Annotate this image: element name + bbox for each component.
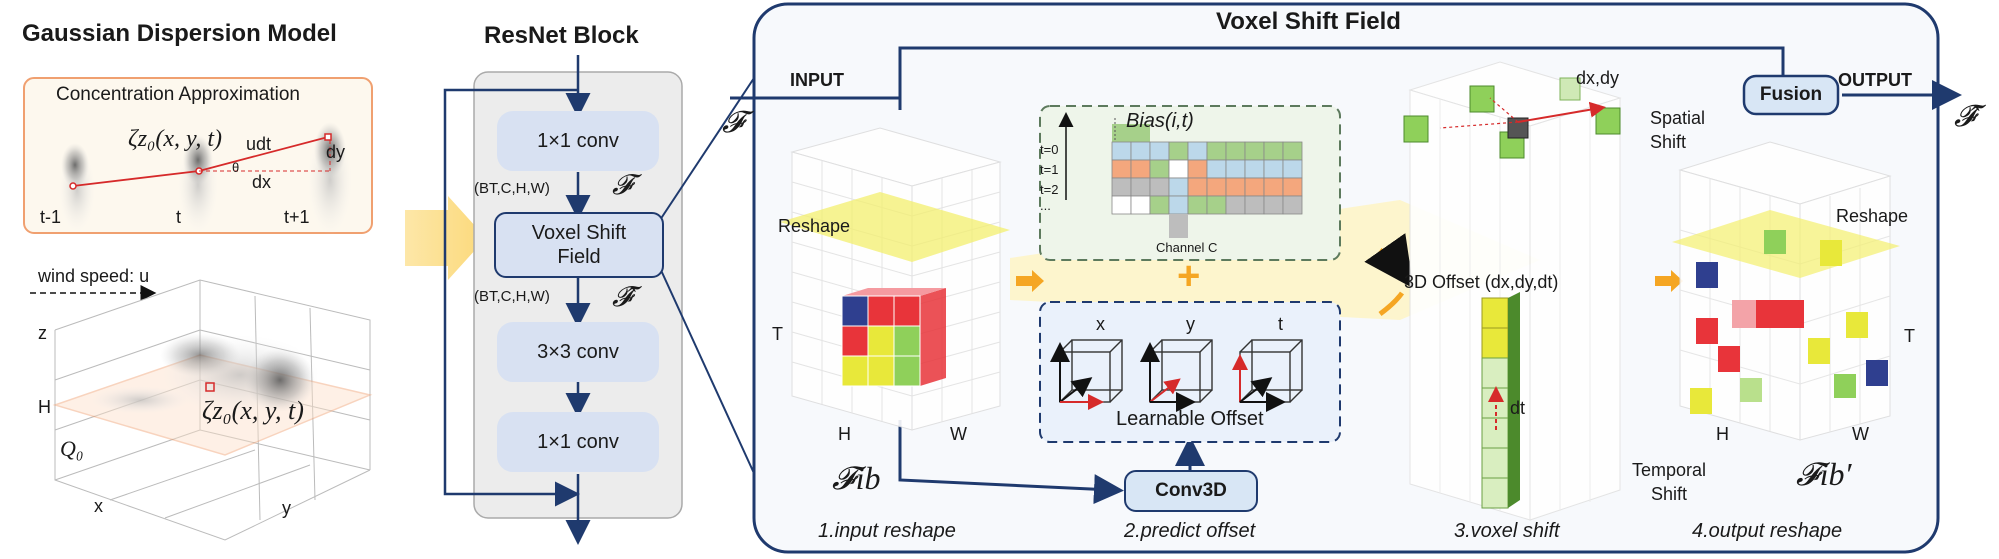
output-f-hat-symbol: 𝓕̂ (1954, 100, 1977, 133)
time-label-next: t+1 (284, 207, 310, 227)
spatial-shift-cubes (1403, 77, 1621, 159)
offset-axis-x: x (1096, 314, 1105, 334)
plus-icon: + (1177, 254, 1201, 298)
shape-label-out: (BT,C,H,W) (474, 288, 550, 305)
vsf-block-label: Voxel Shift Field (531, 222, 627, 268)
formula-bottom: ζz₀(x, y, t) (202, 396, 304, 425)
axis-h-label: H (38, 397, 51, 417)
temporal-shift-label: Temporal Shift (1632, 460, 1707, 504)
time-label-now: t (176, 207, 182, 227)
t-left-label: T (772, 324, 783, 344)
conv1x1-bottom: 1×1 conv (497, 412, 659, 472)
conv3d-block[interactable]: Conv3D (1124, 470, 1258, 512)
udt-label: udt (246, 134, 272, 154)
learnable-offset-box (1039, 301, 1341, 443)
dxdy-label: dx,dy (1576, 68, 1620, 88)
theta-label: θ (232, 160, 240, 175)
bias-title: Bias(i,t) (1126, 110, 1194, 132)
f-symbol-in: 𝓕 (612, 170, 633, 201)
reshape-right-label: Reshape (1836, 206, 1909, 226)
f-hat-symbol: 𝓕̂ (612, 282, 633, 313)
fusion-label: Fusion (1759, 84, 1823, 105)
q0-label: Q₀ (60, 436, 84, 461)
fib-symbol: 𝓕ib (832, 460, 881, 496)
temporal-shift-column (1481, 292, 1520, 509)
w-left-label: W (950, 424, 967, 444)
dx-label: dx (252, 172, 272, 192)
offset-axis-y: y (1186, 314, 1195, 334)
h-left-label: H (838, 424, 851, 444)
learnable-offset-label: Learnable Offset (1116, 408, 1264, 430)
caption-voxel-shift: 3.voxel shift (1454, 520, 1560, 542)
output-label: OUTPUT (1838, 70, 1912, 90)
h-right-label: H (1716, 424, 1729, 444)
fib-prime-symbol: 𝓕ib′ (1796, 456, 1852, 492)
dy-label: dy (326, 142, 346, 162)
channel-label: Channel C (1156, 240, 1218, 255)
bias-row-t2: t=2 (1040, 182, 1059, 197)
vsf-title: Voxel Shift Field (1216, 8, 1401, 35)
caption-predict-offset: 2.predict offset (1124, 520, 1256, 542)
time-label-prev: t-1 (40, 207, 62, 227)
offset3d-label: 3D Offset (dx,dy,dt) (1404, 272, 1559, 292)
spatial-shift-label: Spatial Shift (1650, 108, 1706, 152)
formula-top: ζz₀(x, y, t) (128, 126, 223, 152)
gaussian-title: Gaussian Dispersion Model (22, 20, 337, 47)
conv3x3: 3×3 conv (497, 322, 659, 382)
axis-y-label: y (282, 498, 291, 518)
caption-input-reshape: 1.input reshape (818, 520, 956, 542)
bias-row-t1: t=1 (1040, 162, 1059, 177)
fusion-box (1742, 74, 1840, 116)
dt-label: dt (1510, 398, 1526, 418)
concentration-title: Concentration Approximation (56, 84, 300, 105)
input-label: INPUT (790, 70, 844, 90)
resnet-title: ResNet Block (484, 22, 639, 49)
bias-row-more: ... (1040, 198, 1051, 213)
bias-row-t0: t=0 (1040, 142, 1059, 157)
axis-x-label: x (94, 496, 103, 516)
input-f-symbol: 𝓕 (722, 106, 745, 139)
output-voxel-grid (1672, 141, 1900, 441)
conv1x1-top: 1×1 conv (497, 111, 659, 171)
caption-output-reshape: 4.output reshape (1692, 520, 1843, 542)
t-right-label: T (1904, 326, 1915, 346)
w-right-label: W (1852, 424, 1869, 444)
input-voxel-grid (780, 127, 1010, 431)
offset-axis-t: t (1278, 314, 1284, 334)
voxel-shift-field-block[interactable]: Voxel Shift Field (494, 212, 664, 278)
reshape-left-label: Reshape (778, 216, 851, 236)
axis-z-label: z (38, 323, 47, 343)
shape-label-in: (BT,C,H,W) (474, 180, 550, 197)
wind-speed-label: wind speed: u (38, 266, 150, 286)
bias-matrix (1058, 112, 1303, 238)
